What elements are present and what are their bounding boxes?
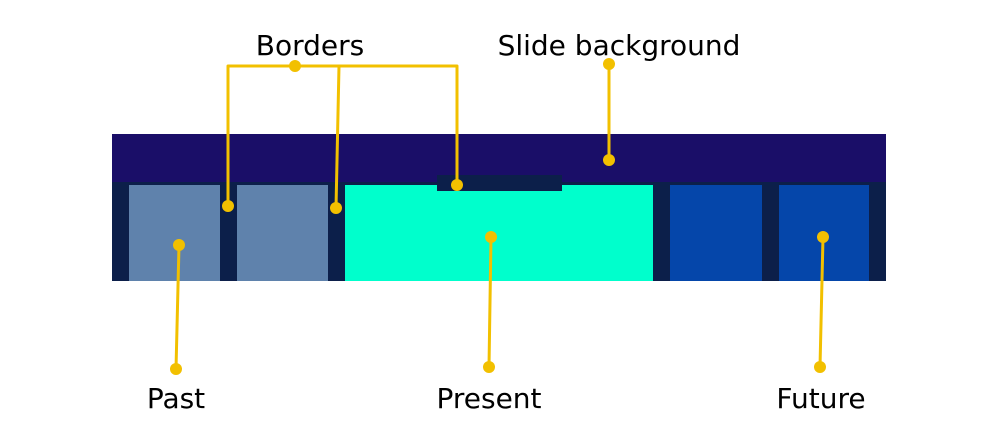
borders-callout [222,60,463,214]
borders-leader-line-2 [334,64,341,210]
border-dot-top [451,179,463,191]
border-dot-left [222,200,234,212]
slide-background-callout [603,58,615,166]
border-dot-middle [330,202,342,214]
present-top-border [437,175,562,191]
past-slide-dot [173,239,185,251]
borders-leader-line [226,64,459,207]
slide-background-label: Slide background [498,29,741,62]
future-leader-line [818,235,825,369]
future-slide-1 [670,185,762,281]
present-slide-dot [485,231,497,243]
present-label-dot [483,361,495,373]
slide-background [112,134,886,182]
future-slide-dot [817,231,829,243]
past-callout [170,239,185,375]
future-label: Future [776,382,865,415]
future-callout [814,231,829,373]
slide-background-top-dot [603,58,615,70]
past-label: Past [147,382,205,415]
past-slide-1 [129,185,220,281]
present-label: Present [436,382,541,415]
present-slide [345,185,653,281]
borders-label: Borders [256,29,364,62]
past-leader-line [174,243,181,371]
future-label-dot [814,361,826,373]
past-label-dot [170,363,182,375]
slide-background-dot [603,154,615,166]
borders-callout-dot [289,60,301,72]
present-leader-line [487,235,493,369]
present-callout [483,231,497,373]
past-slide-2 [237,185,328,281]
